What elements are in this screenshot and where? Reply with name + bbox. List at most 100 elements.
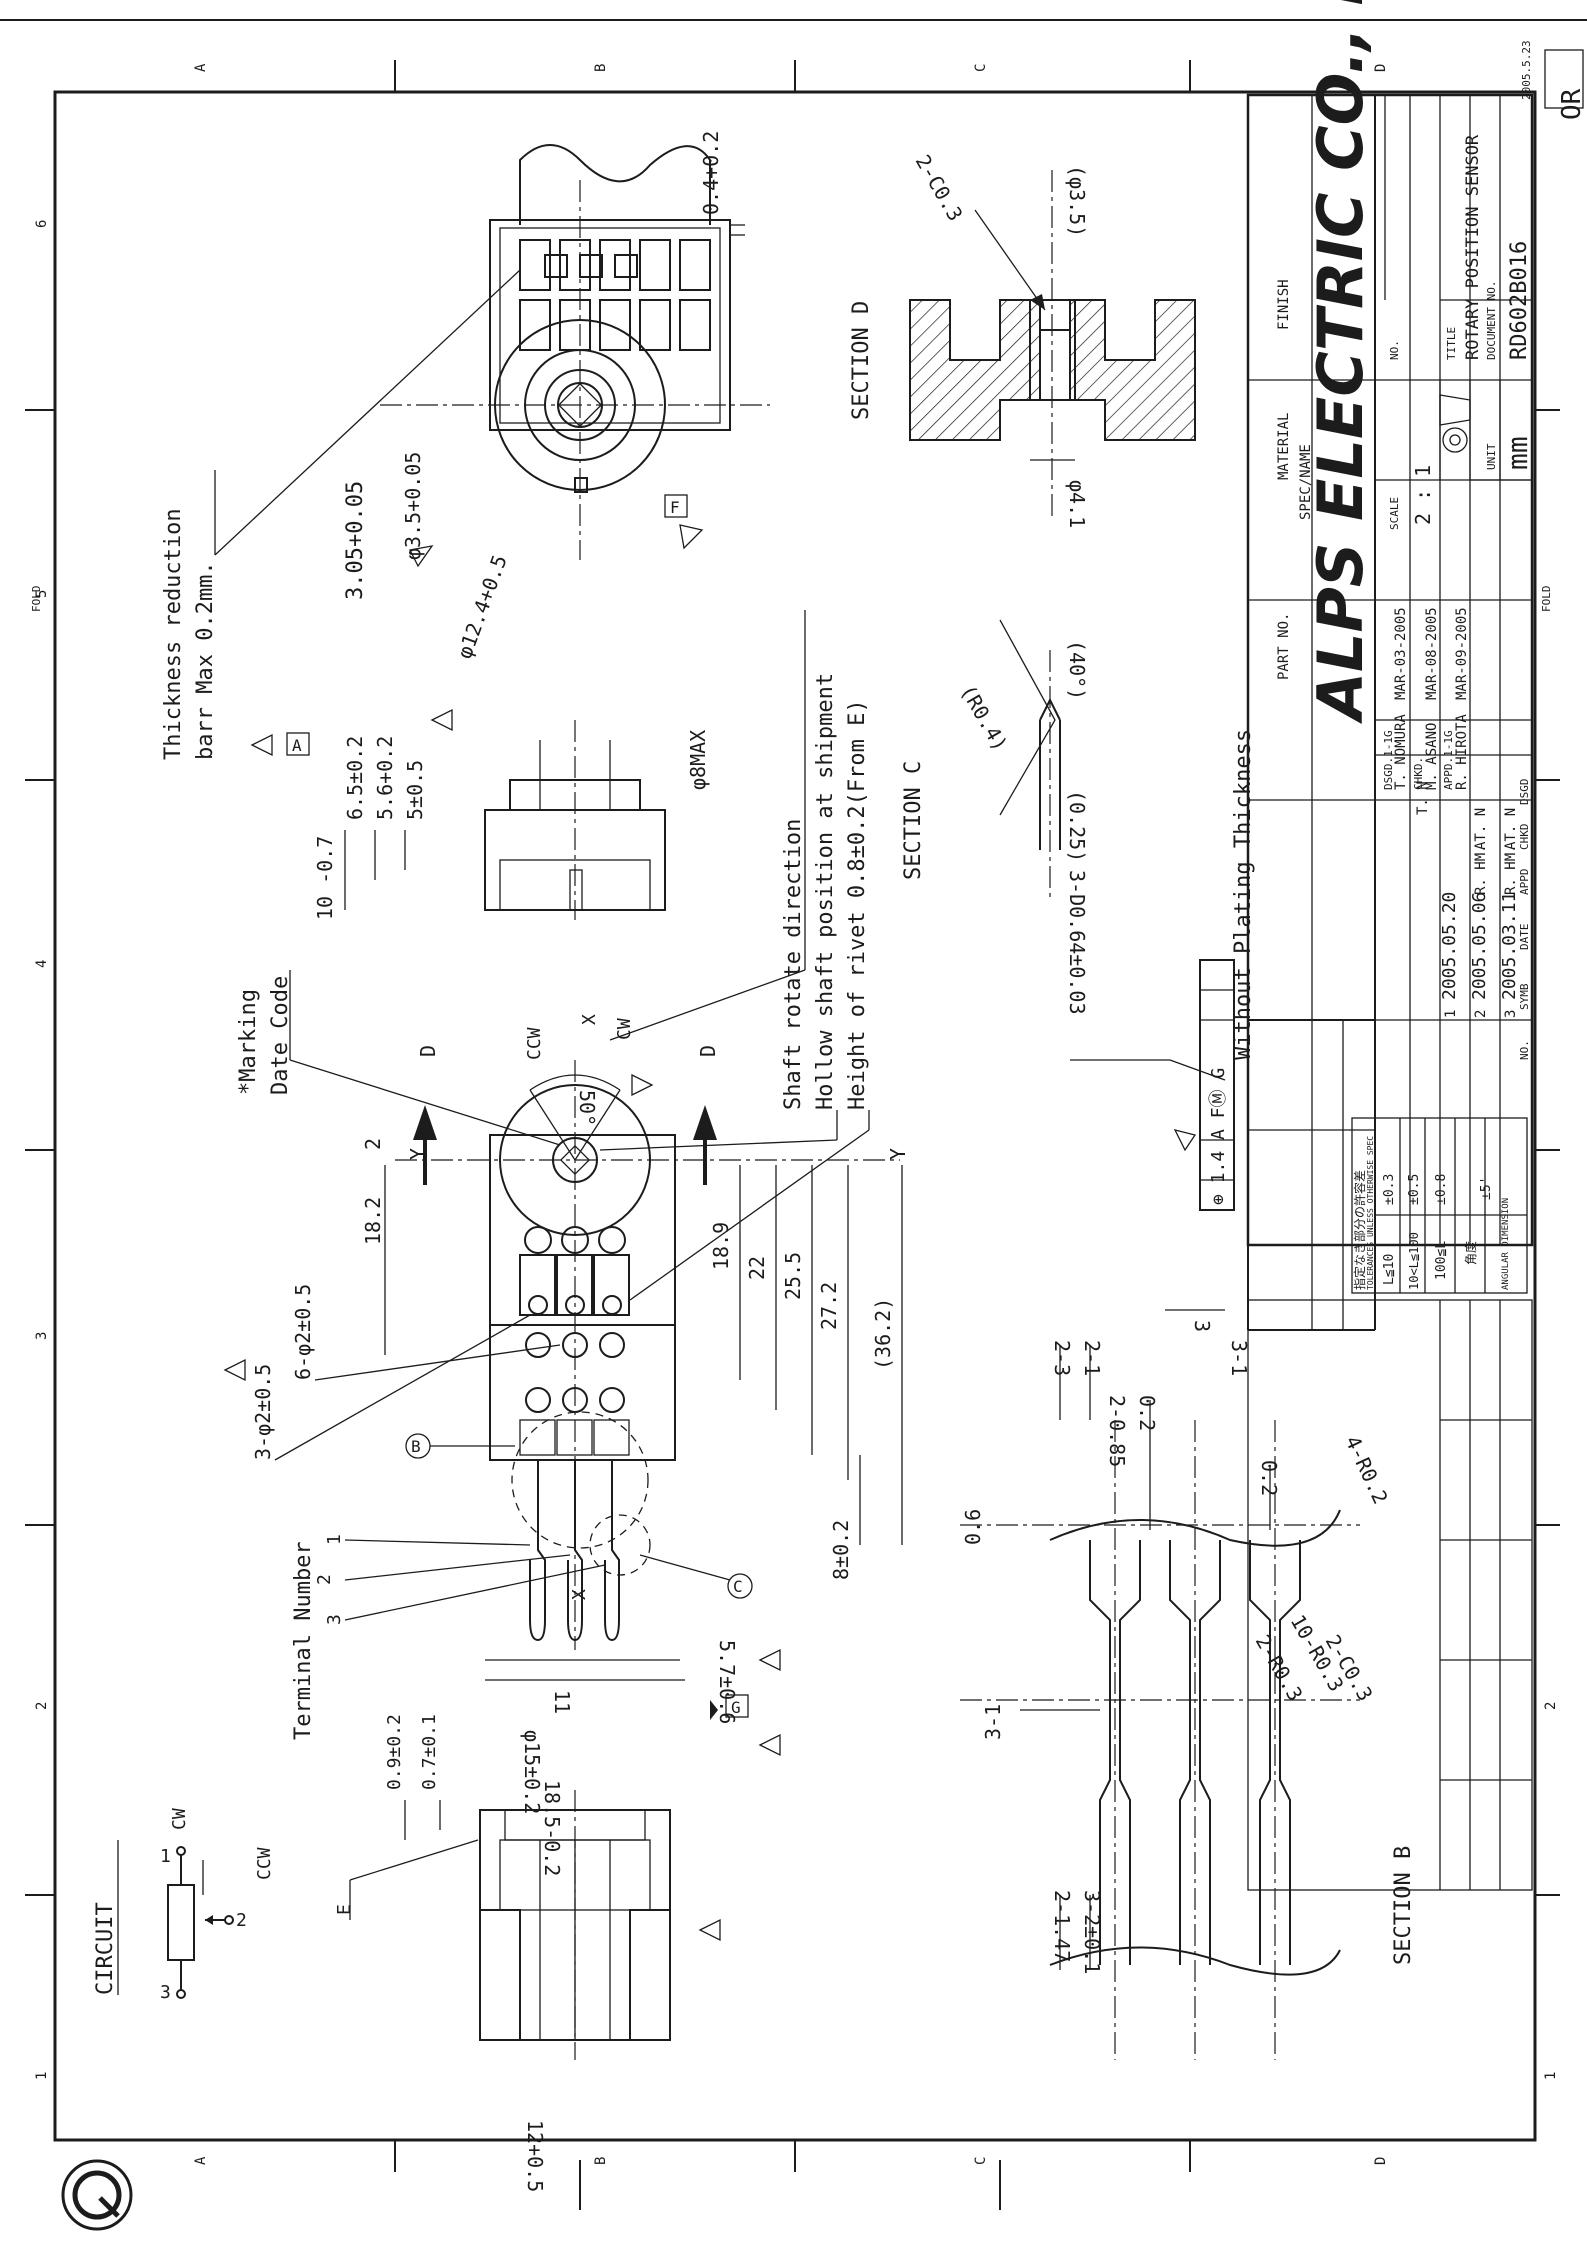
dim-6-phi2: 6-φ2±0.5	[291, 1284, 315, 1380]
tol-range-2: 10<L≦100	[1407, 1232, 1421, 1290]
zone-2-right: 2	[1543, 1702, 1559, 1710]
corner-code: OR	[1557, 88, 1587, 120]
zone-c-bottom: C	[973, 2157, 989, 2165]
scale-value: 2 : 1	[1411, 465, 1435, 525]
dim-4-r0-2: 4-R0.2	[1340, 1432, 1392, 1508]
thickness-note-1: Thickness reduction	[161, 508, 186, 760]
dim-11: 11	[550, 1690, 574, 1714]
rev-mark-8-icon	[758, 1733, 781, 1757]
dim-5-6: 5.6+0.2	[373, 736, 397, 820]
angle-label-jp: 角度	[1463, 1241, 1478, 1265]
dim-22: 22	[745, 1256, 769, 1280]
section-d-title: SECTION D	[849, 301, 874, 420]
datum-f-label: F	[670, 498, 680, 517]
dim-3-05: 3.05+0.05	[343, 481, 368, 600]
section-d-mark-right: D	[696, 1045, 720, 1057]
cw-front-label: CW	[614, 1018, 635, 1040]
designed-date: MAR-03-2005	[1393, 607, 1409, 700]
front-view	[395, 1060, 900, 1650]
terminal-number-note: Terminal Number	[291, 1541, 316, 1740]
approved-label: APPD.1-1G	[1442, 730, 1455, 790]
rev-1-date: 2005.05.20	[1439, 892, 1460, 1000]
zone-1-left: 1	[34, 2072, 50, 2080]
dim-r0-4: (R0.4)	[956, 681, 1013, 756]
finish-label: FINISH	[1276, 279, 1292, 330]
top-view: F	[380, 144, 770, 560]
angle-tolerance: ±5'	[1479, 1177, 1494, 1200]
dim-27-2: 27.2	[817, 1282, 841, 1330]
dim-5-7: 5.7±0.6	[715, 1640, 739, 1724]
ccw-front-label: CCW	[524, 1027, 545, 1060]
dim-40-deg: (40°)	[1065, 640, 1089, 700]
spec-name-label: SPEC/NAME	[1298, 444, 1314, 520]
fold-mark-left: FOLD	[30, 586, 43, 613]
rev-3-chkd: AT. N	[1503, 808, 1519, 850]
document-no: RD602B016	[1507, 241, 1532, 360]
rev-2-no: 2	[1473, 1010, 1489, 1018]
datum-a-label: A	[292, 736, 302, 755]
unit-value: mm	[1501, 436, 1534, 470]
checked-by: M. ASANO	[1424, 723, 1440, 790]
revision-ladder	[1247, 1299, 1533, 1891]
dim-3-phi2: 3-φ2±0.5	[251, 1364, 275, 1460]
tolerance-title-jp: 指定なき部分の許容差	[1352, 1170, 1367, 1290]
dim-36-2: (36.2)	[871, 1298, 895, 1370]
zone-letters: A B C D A B C D 6 5 4 3 2 1 2 1 FOLD FOL…	[30, 40, 1587, 2165]
corner-code-box	[1544, 49, 1584, 109]
hollow-shaft-note: Hollow shaft position at shipment	[813, 673, 838, 1110]
projection-symbol-icon	[1439, 394, 1471, 453]
dim-0-2-left: 0.2	[1135, 1395, 1159, 1431]
zone-d-top: D	[1373, 64, 1389, 72]
dim-phi-12-4: φ12.4+0.5	[452, 552, 512, 662]
dim-2-3: 2-3	[1050, 1340, 1074, 1376]
approved-date: MAR-09-2005	[1454, 607, 1470, 700]
zone-5-left: 5	[34, 590, 50, 598]
section-d-view	[909, 170, 1196, 520]
detail-b-label: B	[411, 1437, 421, 1456]
rev-header-no: NO.	[1518, 1040, 1531, 1060]
unit-label: UNIT	[1485, 443, 1498, 470]
material-label: MATERIAL	[1276, 413, 1292, 480]
dim-10: 10 -0.7	[313, 836, 337, 920]
rev-mark-5-icon	[631, 1073, 654, 1097]
part-no-label: PART NO.	[1276, 613, 1292, 680]
x-axis-label-bottom: X	[569, 1589, 590, 1600]
side-view	[484, 720, 666, 920]
designed-by: T. NOMURA	[1393, 714, 1409, 790]
zone-a-top: A	[193, 63, 209, 72]
rev-mark-1-icon	[409, 545, 434, 568]
detail-c-label: C	[733, 1577, 743, 1596]
dim-0-4: 0.4+0.2	[699, 131, 723, 215]
tol-value-1: ±0.3	[1382, 1174, 1397, 1205]
section-b-title: SECTION B	[1391, 1846, 1416, 1965]
zone-3-left: 3	[34, 1332, 50, 1340]
section-c-view	[999, 619, 1061, 900]
marking-note-2: Date Code	[268, 976, 293, 1095]
fold-mark-right: FOLD	[1540, 586, 1553, 613]
thickness-note-2: barr Max 0.2mm.	[193, 561, 218, 760]
zone-ticks	[25, 60, 1560, 2210]
rev-mark-7-icon	[758, 1648, 781, 1672]
tol-value-3: ±0.8	[1434, 1174, 1449, 1205]
zone-4-left: 4	[34, 960, 50, 968]
detail-c-circle	[589, 1514, 651, 1576]
approved-by: R. HIROTA	[1454, 714, 1470, 790]
circuit-diagram: CIRCUIT 3 1 2 CW CCW	[93, 1808, 275, 2003]
checked-date: MAR-08-2005	[1424, 607, 1440, 700]
designed-label: DSGD.1-1G	[1382, 730, 1395, 790]
dim-phi-3-5-section: (φ3.5)	[1065, 165, 1089, 237]
company-name: ALPS ELECTRIC CO., LTD.	[1304, 0, 1377, 725]
dim-phi-8max: φ8MAX	[686, 730, 710, 790]
document-no-label: DOCUMENT NO.	[1485, 281, 1498, 360]
rev-2-date: 2005.05.06	[1469, 892, 1490, 1000]
zone-a-bottom: A	[193, 2156, 209, 2165]
datum-e-label: E	[334, 1904, 355, 1915]
rev-1-chkd: T. N	[1415, 781, 1431, 815]
rev-3-no: 3	[1503, 1010, 1519, 1018]
terminal-1-circuit: 1	[160, 1846, 171, 1867]
rev-3-appd: R. HM.	[1503, 844, 1519, 895]
rev-mark-6-icon	[223, 1358, 246, 1382]
dim-25-5: 25.5	[781, 1252, 805, 1300]
dim-3-1: 3-1	[1227, 1340, 1251, 1376]
terminal-2-circuit: 2	[236, 1910, 247, 1931]
